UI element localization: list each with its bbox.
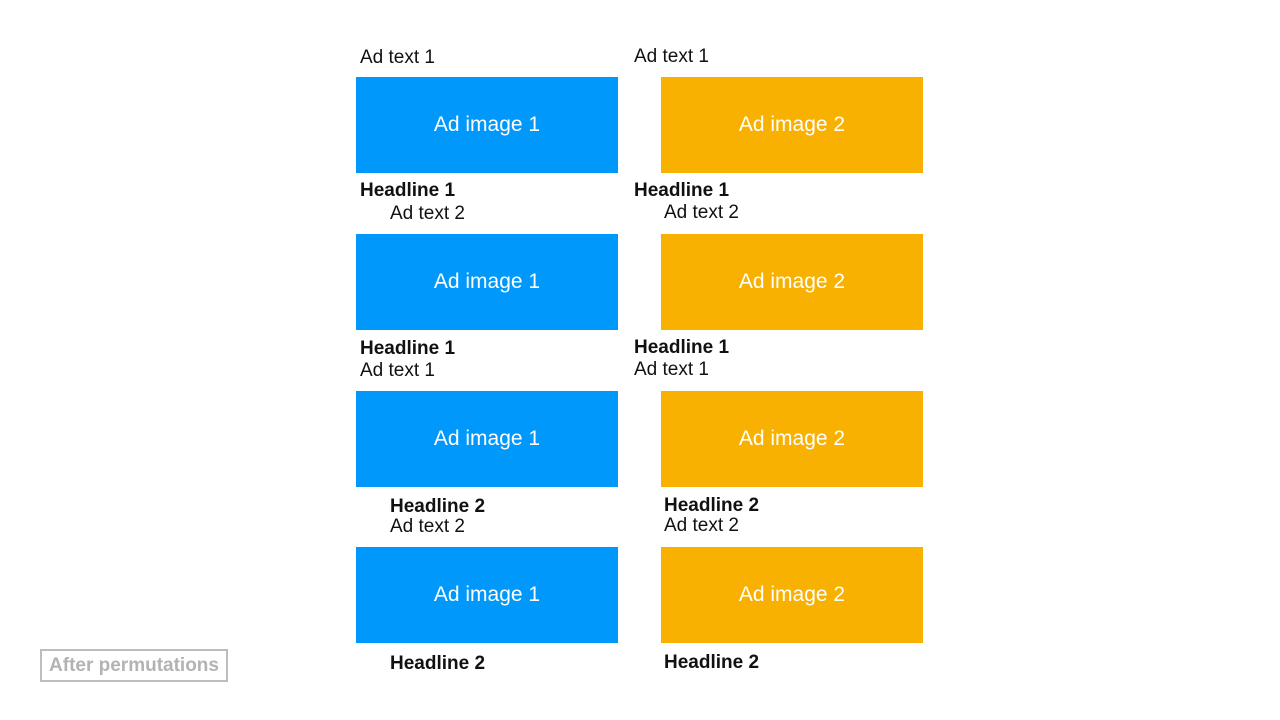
ad-image-blue: Ad image 1 [356,547,618,643]
ad-image-label: Ad image 2 [738,427,846,450]
ad-image-blue: Ad image 1 [356,77,618,173]
headline: Headline 2 [390,653,486,674]
ad-image-orange: Ad image 2 [661,547,923,643]
ad-text: Ad text 2 [664,202,739,223]
ad-text: Ad text 1 [634,46,709,67]
ad-image-blue: Ad image 1 [356,234,618,330]
ad-image-label: Ad image 1 [433,427,541,450]
ad-image-orange: Ad image 2 [661,77,923,173]
ad-image-blue: Ad image 1 [356,391,618,487]
ad-image-label: Ad image 2 [738,270,846,293]
ad-text: Ad text 2 [390,516,465,537]
headline: Headline 2 [664,495,760,516]
after-permutations-badge: After permutations [40,649,228,682]
headline: Headline 2 [664,652,760,673]
ad-text: Ad text 1 [634,359,709,380]
ad-image-label: Ad image 2 [738,113,846,136]
ad-image-orange: Ad image 2 [661,234,923,330]
ad-image-orange: Ad image 2 [661,391,923,487]
ad-image-label: Ad image 1 [433,583,541,606]
ad-text: Ad text 2 [664,515,739,536]
ad-text: Ad text 1 [360,360,435,381]
headline: Headline 1 [634,337,730,358]
ad-text: Ad text 1 [360,47,435,68]
headline: Headline 1 [360,180,456,201]
ad-image-label: Ad image 2 [738,583,846,606]
headline: Headline 1 [634,180,730,201]
headline: Headline 1 [360,338,456,359]
headline: Headline 2 [390,496,486,517]
ad-text: Ad text 2 [390,203,465,224]
ad-image-label: Ad image 1 [433,113,541,136]
ad-image-label: Ad image 1 [433,270,541,293]
